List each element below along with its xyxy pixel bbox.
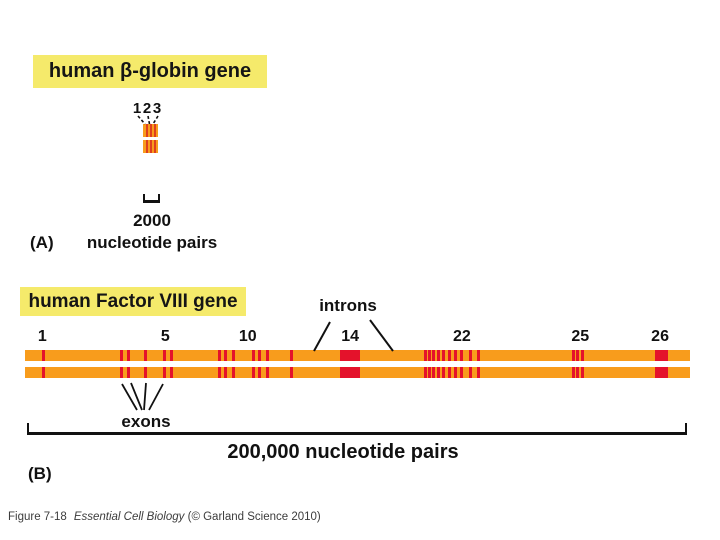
- exon-mark: [217, 350, 221, 361]
- exon-mark: [453, 350, 457, 361]
- factor-viii-exon-number: 1: [37, 328, 47, 345]
- exon-mark: [162, 367, 166, 378]
- exon-mark: [424, 367, 427, 378]
- exon-mark: [169, 350, 173, 361]
- factor-viii-exon-number: 25: [571, 328, 590, 345]
- beta-globin-gene-bar-bottom: [143, 140, 158, 153]
- exon-mark: [169, 367, 173, 378]
- exon-mark: [436, 367, 440, 378]
- factor-viii-exon-numbers: 1 5 10 14 22 25 26: [25, 328, 690, 345]
- factor-viii-exon-number: 22: [452, 328, 471, 345]
- factor-viii-title: human Factor VIII gene: [28, 290, 238, 312]
- exons-label: exons: [121, 412, 171, 431]
- factor-viii-exon-number: 5: [160, 328, 170, 345]
- beta-globin-title-box: human β-globin gene: [33, 55, 267, 88]
- beta-exon-number: 1: [132, 100, 142, 117]
- beta-globin-gene-bar-top: [143, 124, 158, 137]
- exon-mark: [442, 367, 445, 378]
- scalebar-b-label: 200,000 nucleotide pairs: [227, 441, 459, 463]
- scalebar-a-value: 2000: [133, 211, 171, 230]
- exon-mark: [340, 350, 360, 361]
- exon-mark: [127, 350, 130, 361]
- exon-mark: [477, 350, 480, 361]
- beta-exon-number: 2: [142, 100, 152, 117]
- exon-mark: [162, 350, 166, 361]
- exon-mark: [432, 350, 436, 361]
- scalebar-b-bracket: [27, 423, 687, 435]
- beta-exon-number: 3: [152, 100, 162, 117]
- factor-viii-exon-number: 26: [651, 328, 669, 345]
- caption-book-title: Essential Cell Biology: [73, 511, 185, 523]
- beta-exon-pointer-dashes: [137, 115, 159, 125]
- exon-mark: [42, 350, 45, 361]
- factor-viii-title-box: human Factor VIII gene: [20, 287, 246, 316]
- exon-mark: [252, 367, 255, 378]
- caption-credit: (© Garland Science 2010): [187, 511, 321, 523]
- exon-mark: [655, 367, 669, 378]
- exon-mark: [232, 367, 235, 378]
- exon-mark: [258, 350, 261, 361]
- exon-mark: [127, 367, 130, 378]
- exon-mark: [223, 350, 227, 361]
- scalebar-a-unit: nucleotide pairs: [86, 233, 218, 252]
- exon-mark: [581, 350, 584, 361]
- exon-mark: [572, 367, 575, 378]
- beta-exon-stripe: [153, 140, 156, 153]
- exon-mark: [428, 350, 432, 361]
- exon-mark: [469, 367, 472, 378]
- exon-mark: [265, 367, 269, 378]
- exon-mark: [232, 350, 235, 361]
- panel-a-label: (A): [30, 233, 54, 252]
- exon-mark: [252, 350, 255, 361]
- exon-mark: [576, 367, 579, 378]
- exon-mark: [432, 367, 436, 378]
- beta-exon-stripe: [145, 124, 148, 137]
- introns-label: introns: [319, 296, 377, 315]
- factor-viii-exon-number: 10: [238, 328, 257, 345]
- exon-mark: [290, 350, 293, 361]
- figure-caption: Figure 7-18 Essential Cell Biology (© Gar…: [8, 511, 321, 523]
- exon-mark: [424, 350, 427, 361]
- exon-mark: [42, 367, 45, 378]
- exon-mark: [442, 350, 445, 361]
- scalebar-a-bracket: [143, 194, 160, 203]
- exon-mark: [469, 350, 472, 361]
- exon-mark: [217, 367, 221, 378]
- exon-mark: [258, 367, 261, 378]
- factor-viii-gene-bar-bottom: [25, 367, 690, 378]
- exon-mark: [477, 367, 480, 378]
- exon-mark: [223, 367, 227, 378]
- exon-mark: [340, 367, 360, 378]
- beta-exon-stripe: [149, 124, 152, 137]
- exon-mark: [581, 367, 584, 378]
- exon-mark: [436, 350, 440, 361]
- exon-mark: [120, 350, 123, 361]
- exon-mark: [655, 350, 669, 361]
- exon-mark: [459, 350, 463, 361]
- panel-b-label: (B): [28, 464, 52, 483]
- beta-exon-stripe: [149, 140, 152, 153]
- exon-mark: [290, 367, 293, 378]
- exon-mark: [143, 350, 147, 361]
- exon-mark: [459, 367, 463, 378]
- factor-viii-exon-number: 14: [341, 328, 360, 345]
- caption-figure-number: Figure 7-18: [8, 511, 67, 523]
- exon-mark: [576, 350, 579, 361]
- exon-mark: [428, 367, 432, 378]
- exons-pointer-lines: [121, 382, 164, 411]
- exon-mark: [143, 367, 147, 378]
- factor-viii-gene-bar: [25, 350, 690, 378]
- exon-mark: [448, 350, 451, 361]
- factor-viii-gene-bar-top: [25, 350, 690, 361]
- exon-mark: [453, 367, 457, 378]
- exon-mark: [572, 350, 575, 361]
- exon-mark: [265, 350, 269, 361]
- beta-globin-title: human β-globin gene: [48, 60, 252, 82]
- exon-mark: [448, 367, 451, 378]
- beta-exon-stripe: [153, 124, 156, 137]
- beta-exon-stripe: [145, 140, 148, 153]
- exon-mark: [120, 367, 123, 378]
